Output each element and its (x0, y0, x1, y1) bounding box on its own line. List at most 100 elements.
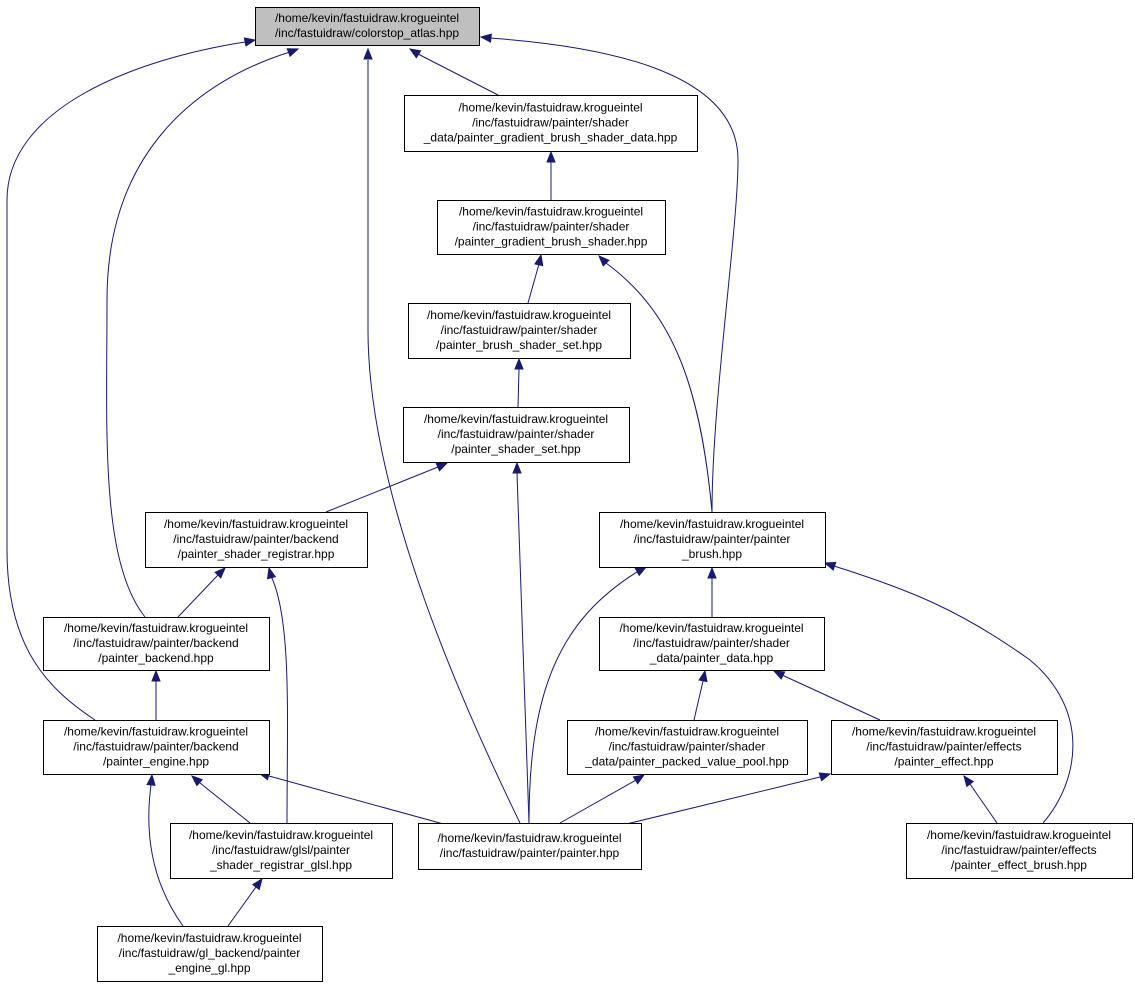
node-label-line: /inc/fastuidraw/painter/shader (609, 740, 766, 754)
edge-arrowhead (963, 774, 975, 788)
node-label-line: /home/kevin/fastuidraw.krogueintel (64, 621, 248, 635)
edge-line (148, 784, 184, 927)
edge-brush_shader_set-to-gradient_brush_shader (527, 253, 544, 304)
edge-painter-to-shader_set (512, 461, 530, 824)
edge-arrowhead (698, 669, 708, 683)
edge-arrowhead (546, 150, 556, 163)
node-label-line: /home/kevin/fastuidraw.krogueintel (164, 517, 348, 531)
node-label-line: /inc/fastuidraw/glsl/painter (212, 843, 350, 857)
node-box (145, 512, 368, 568)
node-painter-backend[interactable]: /home/kevin/fastuidraw.krogueintel/inc/f… (43, 617, 270, 671)
edge-arrowhead (479, 33, 492, 43)
edge-arrowhead (151, 669, 161, 682)
edge-arrowhead (534, 253, 544, 267)
edge-line (605, 262, 713, 513)
edge-painter_effect_brush-to-painter_effect (963, 774, 998, 824)
edge-arrowhead (598, 255, 610, 267)
node-label-line: /inc/fastuidraw/colorstop_atlas.hpp (275, 26, 459, 40)
node-painter-data[interactable]: /home/kevin/fastuidraw.krogueintel/inc/f… (599, 617, 825, 671)
node-label-line: /home/kevin/fastuidraw.krogueintel (117, 931, 301, 945)
node-painter-effect[interactable]: /home/kevin/fastuidraw.krogueintel/inc/f… (831, 720, 1058, 775)
edge-shader_registrar_glsl-to-painter_engine (190, 775, 251, 824)
edge-line (528, 571, 638, 824)
node-shader-registrar-glsl[interactable]: /home/kevin/fastuidraw.krogueintel/inc/f… (170, 823, 393, 879)
node-label-line: /painter_shader_set.hpp (451, 442, 581, 456)
node-label-line: /home/kevin/fastuidraw.krogueintel (189, 828, 373, 842)
edge-line (177, 574, 219, 618)
edge-arrowhead (707, 566, 717, 579)
edge-line (833, 565, 1074, 824)
node-painter-engine[interactable]: /home/kevin/fastuidraw.krogueintel/inc/f… (43, 720, 270, 775)
edge-line (367, 60, 521, 824)
edge-painter_engine-to-painter_backend (151, 669, 161, 720)
node-painter[interactable]: /home/kevin/fastuidraw.krogueintel/inc/f… (418, 823, 642, 870)
node-box (404, 95, 698, 152)
node-label-line: /inc/fastuidraw/painter/shader (441, 323, 598, 337)
node-brush-shader-set[interactable]: /home/kevin/fastuidraw.krogueintel/inc/f… (408, 303, 631, 359)
node-box (567, 720, 808, 775)
edge-line (270, 575, 289, 824)
node-painter-brush[interactable]: /home/kevin/fastuidraw.krogueintel/inc/f… (599, 512, 826, 568)
node-packed-value-pool[interactable]: /home/kevin/fastuidraw.krogueintel/inc/f… (567, 720, 808, 775)
node-label-line: /painter_gradient_brush_shader.hpp (455, 235, 648, 249)
node-box (403, 407, 630, 463)
edge-line (516, 472, 530, 824)
node-shader-registrar[interactable]: /home/kevin/fastuidraw.krogueintel/inc/f… (145, 512, 368, 568)
node-shader-set[interactable]: /home/kevin/fastuidraw.krogueintel/inc/f… (403, 407, 630, 463)
edge-arrowhead (634, 566, 648, 577)
node-label-line: /inc/fastuidraw/painter/painter (634, 532, 791, 546)
edge-line (517, 368, 520, 408)
node-label-line: /inc/fastuidraw/painter/painter.hpp (440, 846, 620, 860)
node-box (437, 200, 666, 255)
edge-painter-to-painter_effect (609, 772, 832, 829)
edge-painter_brush-to-gradient_brush_shader (598, 255, 713, 513)
node-label-line: /inc/fastuidraw/painter/backend (173, 532, 338, 546)
edge-shader_registrar_glsl-to-shader_registrar (266, 566, 289, 824)
edge-painter_backend-to-colorstop_atlas (106, 48, 300, 618)
node-label-line: /home/kevin/fastuidraw.krogueintel (595, 725, 779, 739)
node-label-line: _data/painter_gradient_brush_shader_data… (423, 131, 678, 145)
edge-packed_value_pool-to-painter_data (693, 669, 708, 721)
node-box (599, 617, 825, 671)
edge-gradient_brush_shader-to-gradient_brush_shader_data (546, 150, 556, 200)
edge-painter_engine_gl-to-shader_registrar_glsl (227, 877, 263, 927)
node-label-line: /inc/fastuidraw/painter/shader (472, 116, 629, 130)
node-label-line: /home/kevin/fastuidraw.krogueintel (427, 308, 611, 322)
edge-arrowhead (190, 775, 204, 787)
node-box (906, 823, 1133, 879)
node-colorstop-atlas[interactable]: /home/kevin/fastuidraw.krogueintel/inc/f… (255, 7, 480, 46)
node-label-line: /home/kevin/fastuidraw.krogueintel (437, 831, 621, 845)
node-gradient-brush-shader[interactable]: /home/kevin/fastuidraw.krogueintel/inc/f… (437, 200, 666, 255)
node-label-line: /home/kevin/fastuidraw.krogueintel (64, 725, 248, 739)
node-label-line: /painter_backend.hpp (98, 651, 214, 665)
node-gradient-brush-shader-data[interactable]: /home/kevin/fastuidraw.krogueintel/inc/f… (404, 95, 698, 152)
node-box (831, 720, 1058, 775)
node-label-line: /home/kevin/fastuidraw.krogueintel (459, 205, 643, 219)
edge-line (325, 466, 439, 513)
edge-gradient_brush_shader_data-to-colorstop_atlas (408, 48, 499, 96)
edge-arrowhead (243, 37, 257, 47)
edge-painter-to-colorstop_atlas (363, 47, 521, 824)
edge-line (609, 776, 821, 829)
edge-painter_effect_brush-to-painter_brush (823, 561, 1074, 824)
node-label-line: _data/painter_data.hpp (649, 651, 774, 665)
node-painter-effect-brush[interactable]: /home/kevin/fastuidraw.krogueintel/inc/f… (906, 823, 1133, 879)
edge-arrowhead (214, 567, 226, 579)
edge-painter-to-painter_engine (257, 771, 459, 829)
edge-arrowhead (363, 47, 373, 60)
node-label-line: /painter_engine.hpp (103, 755, 209, 769)
edge-painter_engine-to-colorstop_atlas (6, 37, 257, 721)
node-label-line: /inc/fastuidraw/painter/backend (73, 740, 238, 754)
node-box (418, 823, 642, 870)
edge-painter_data-to-painter_brush (707, 566, 717, 617)
edge-line (268, 775, 459, 829)
node-box (43, 617, 270, 671)
edge-line (227, 886, 257, 927)
node-label-line: _data/painter_packed_value_pool.hpp (584, 755, 789, 769)
node-painter-engine-gl[interactable]: /home/kevin/fastuidraw.krogueintel/inc/f… (97, 926, 323, 982)
edge-line (106, 51, 291, 618)
node-label-line: _brush.hpp (681, 547, 742, 561)
edge-line (693, 680, 704, 721)
node-label-line: /inc/fastuidraw/painter/shader (473, 220, 630, 234)
